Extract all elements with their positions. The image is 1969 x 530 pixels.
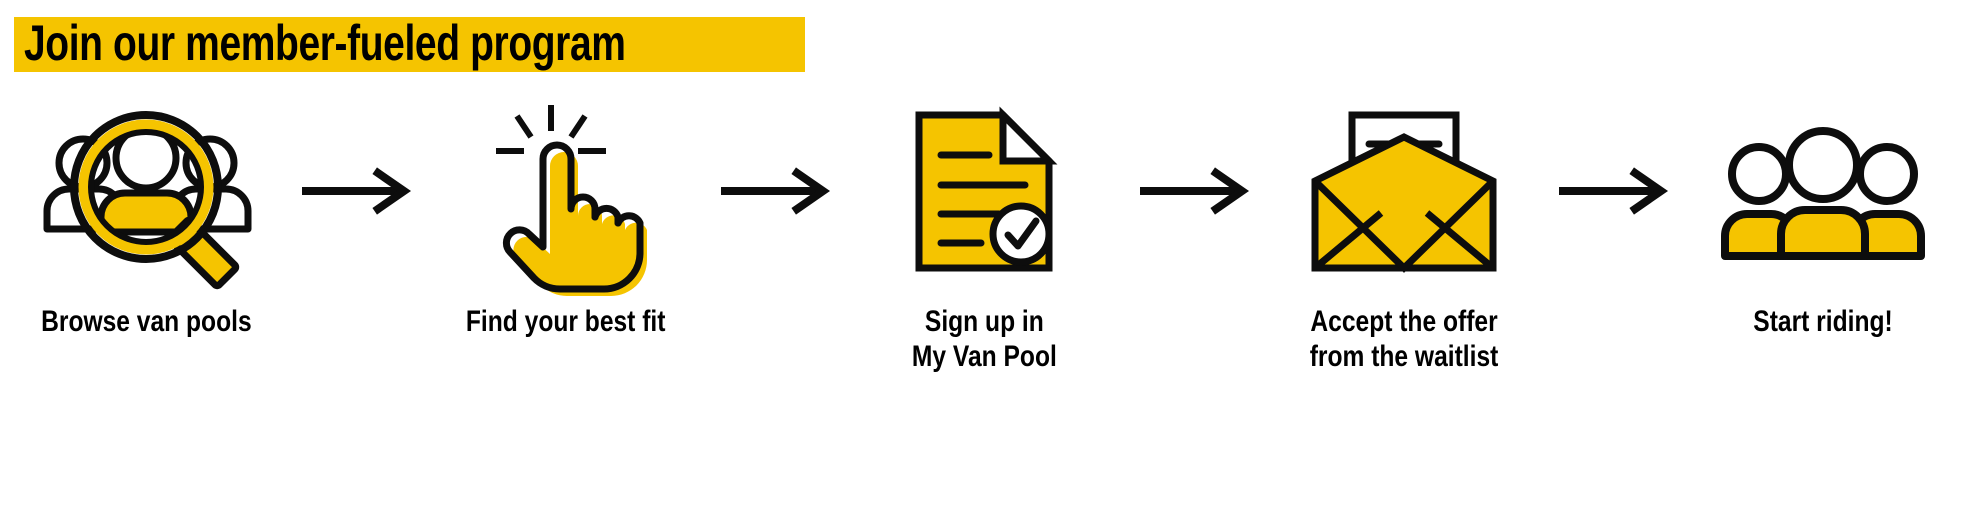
magnifier-inner-ring [87, 129, 204, 245]
step-4-accept-the-offer: Accept the offer from the waitlist [1257, 96, 1549, 375]
step-2-icon-box [490, 96, 648, 296]
flow-arrow-2 [712, 96, 839, 286]
title-highlight-bar: Join our member-fueled program [14, 14, 806, 72]
step-3-sign-up-in-my-van-pool: Sign up in My Van Pool [838, 96, 1130, 375]
step-3-caption: Sign up in My Van Pool [912, 305, 1057, 374]
document-checkmark-icon [915, 106, 1058, 271]
envelope-flaps [1312, 177, 1496, 273]
open-envelope-letter-icon [1311, 111, 1497, 273]
step-4-icon-box [1309, 96, 1499, 286]
flow-arrow-3 [1131, 96, 1258, 286]
flow-arrow-4 [1550, 96, 1677, 286]
checkmark-badge [989, 202, 1053, 265]
arrow-right-icon [1140, 167, 1250, 215]
step-4-caption: Accept the offer from the waitlist [1309, 305, 1498, 374]
document-text-lines [937, 151, 1029, 246]
hand-fill [513, 151, 648, 296]
step-5-caption: Start riding! [1753, 305, 1893, 338]
step-1-icon-box [39, 96, 254, 290]
person-left-head [1727, 142, 1790, 205]
process-flow: Browse van pools [0, 96, 1969, 396]
step-1-browse-van-pools: Browse van pools [0, 96, 292, 339]
arrow-right-icon [301, 167, 411, 215]
magnifying-glass-people-icon [43, 111, 252, 290]
step-2-find-your-best-fit: Find your best fit [419, 96, 711, 339]
page-title: Join our member-fueled program [14, 14, 806, 72]
flow-arrow-1 [292, 96, 419, 286]
pointing-hand-click-icon [496, 104, 648, 296]
person-right-head [1855, 142, 1918, 205]
arrow-right-icon [720, 167, 830, 215]
step-3-icon-box [909, 96, 1059, 286]
person-center-body [1776, 205, 1869, 260]
step-5-icon-box [1720, 96, 1925, 286]
title-text: Join our member-fueled program [24, 14, 626, 71]
step-2-caption: Find your best fit [465, 305, 666, 338]
checkmark-icon [1004, 217, 1040, 249]
click-burst-lines [496, 104, 607, 154]
step-1-caption: Browse van pools [40, 305, 252, 338]
arrow-right-icon [1559, 167, 1669, 215]
hand-outline [503, 141, 644, 293]
magnifier-yellow-ring [78, 119, 214, 255]
person-center-head [1784, 126, 1861, 203]
magnifier-outer-ring [69, 111, 222, 263]
step-5-start-riding: Start riding! [1677, 96, 1969, 339]
three-people-group-icon [1720, 126, 1925, 260]
document-fold-corner [999, 106, 1058, 164]
